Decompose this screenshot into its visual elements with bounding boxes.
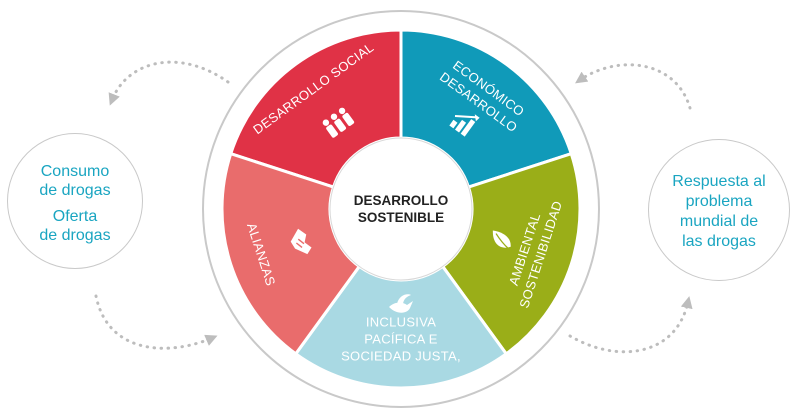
handshake-icon <box>290 228 312 255</box>
arrow-bottom-right <box>568 296 693 354</box>
left-circle <box>7 133 143 269</box>
center-line-2: SOSTENIBLE <box>358 210 444 225</box>
segment-sociedad-label-3: INCLUSIVA <box>366 314 436 329</box>
leaf-icon <box>492 230 512 252</box>
arrow-top-right <box>575 63 692 110</box>
oferta-line-1: Oferta <box>52 208 98 225</box>
people-icon <box>322 107 355 138</box>
right-circle-text: Respuesta al problema mundial de las dro… <box>648 172 790 252</box>
respuesta-line-3: mundial de <box>679 213 759 230</box>
consumo-line-2: de drogas <box>39 182 111 199</box>
respuesta-line-1: Respuesta al <box>672 173 766 190</box>
right-circle <box>648 139 790 281</box>
segment-sociedad-label-1: SOCIEDAD JUSTA, <box>341 348 461 363</box>
respuesta-line-2: problema <box>685 193 753 210</box>
center-line-1: DESARROLLO <box>354 193 449 208</box>
oferta-line-2: de drogas <box>39 227 111 244</box>
left-circle-text: Consumo de drogas Oferta de drogas <box>7 162 143 245</box>
arrow-top-left <box>108 60 230 106</box>
bar-chart-icon <box>449 114 480 137</box>
consumo-line-1: Consumo <box>40 163 110 180</box>
arrow-bottom-left <box>94 294 218 350</box>
respuesta-line-4: las drogas <box>682 233 756 250</box>
segment-sociedad-label-2: PACÍFICA E <box>364 331 438 346</box>
center-circle <box>329 137 473 281</box>
dove-icon <box>389 294 413 313</box>
